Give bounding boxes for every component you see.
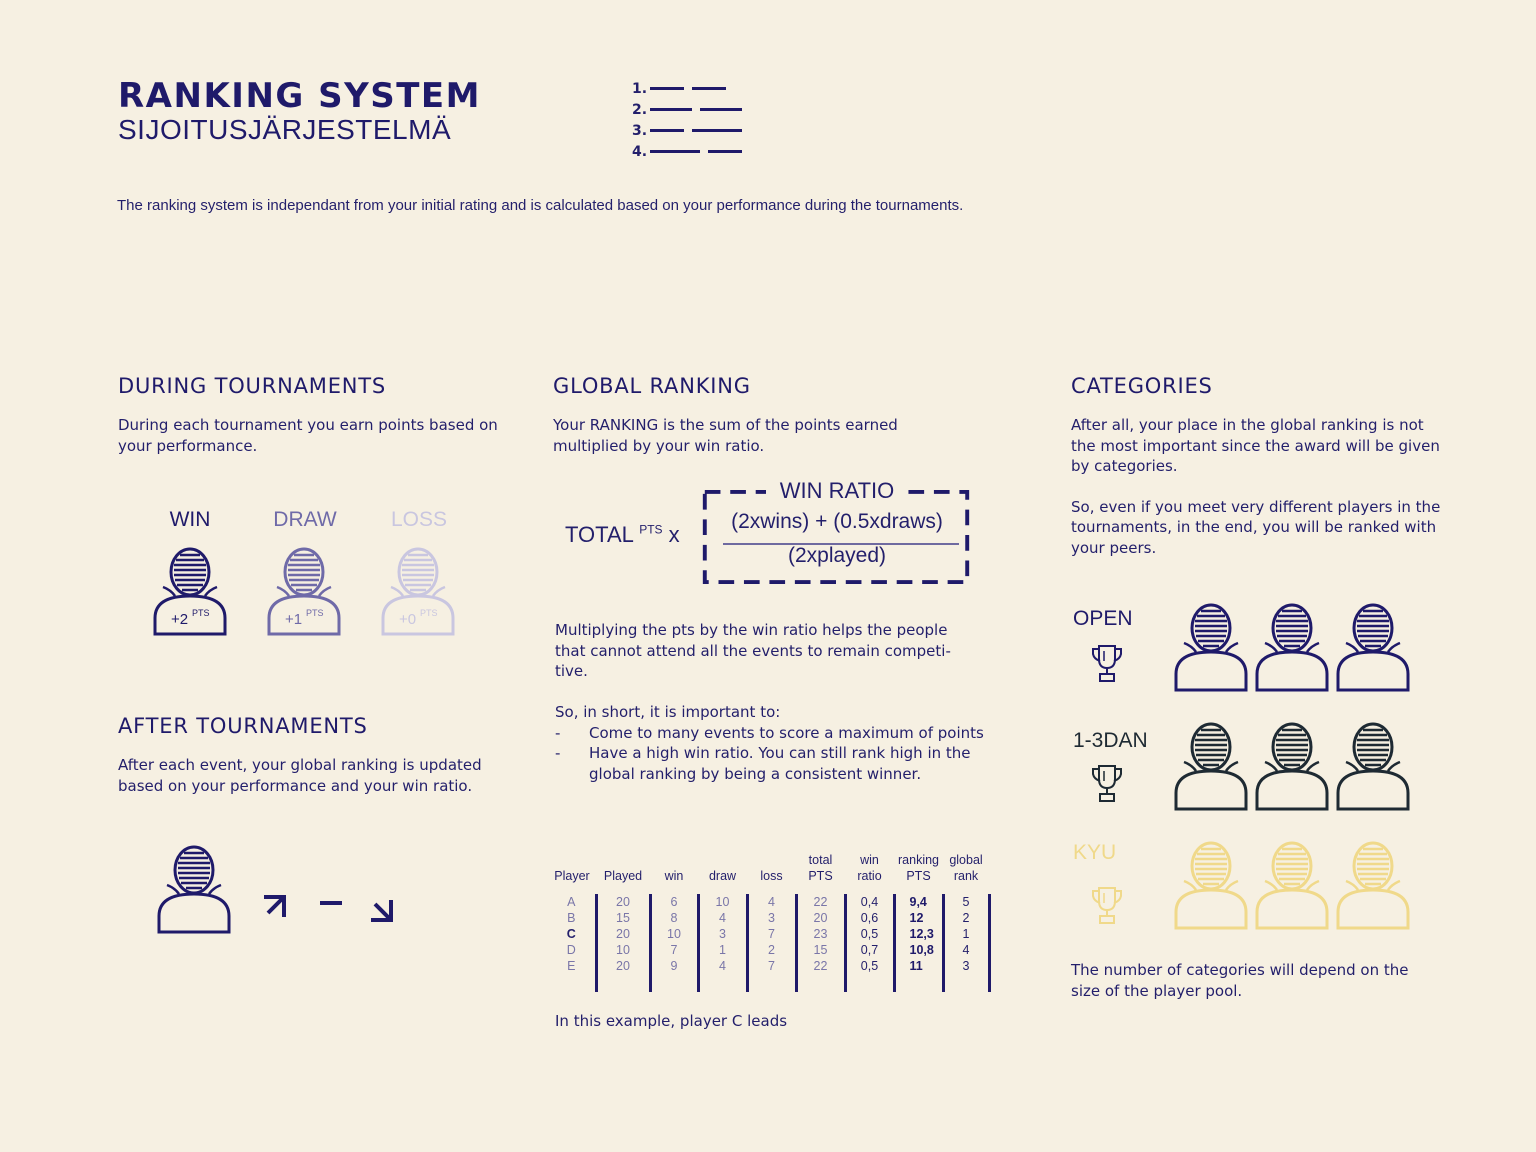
summary-bullet: Come to many events to score a maximum o… bbox=[555, 723, 985, 744]
during-heading: DURING TOURNAMENTS bbox=[118, 374, 387, 398]
win-ratio-formula: TOTAL PTS x WIN RATIO (2xwins) + (0.5xdr… bbox=[553, 478, 983, 588]
global-heading: GLOBAL RANKING bbox=[553, 374, 751, 398]
trophy-icon bbox=[1092, 887, 1122, 924]
during-text: During each tournament you earn points b… bbox=[118, 416, 498, 455]
dash-icon bbox=[320, 901, 342, 905]
win-label: WIN bbox=[169, 508, 211, 531]
result-loss: LOSS bbox=[369, 508, 469, 532]
formula-numerator: (2xwins) + (0.5xdraws) bbox=[731, 510, 943, 533]
categories-section: CATEGORIES After all, your place in the … bbox=[1071, 374, 1441, 558]
loss-label: LOSS bbox=[390, 508, 448, 531]
category-kyu-label: KYU bbox=[1073, 841, 1117, 864]
col-player: Player bbox=[554, 869, 590, 883]
kendoka-icon bbox=[1336, 603, 1410, 692]
kendoka-icon bbox=[1255, 841, 1329, 930]
kendoka-icon bbox=[1336, 841, 1410, 930]
trophy-icon bbox=[1092, 765, 1122, 802]
categories-text-1: After all, your place in the global rank… bbox=[1071, 416, 1440, 475]
win-ratio-label: WIN RATIO bbox=[701, 478, 973, 504]
after-section: AFTER TOURNAMENTS After each event, your… bbox=[118, 714, 518, 796]
global-summary: So, in short, it is important to: Come t… bbox=[555, 702, 985, 784]
formula-denominator: (2xplayed) bbox=[787, 544, 887, 567]
kendoka-icon bbox=[1255, 722, 1329, 811]
categories-text-2: So, even if you meet very different play… bbox=[1071, 497, 1441, 557]
summary-bullet: Have a high win ratio. You can still ran… bbox=[555, 743, 985, 784]
svg-text:+1: +1 bbox=[285, 611, 302, 628]
col-played: Played bbox=[603, 869, 643, 883]
kendoka-icon bbox=[1174, 841, 1248, 930]
table-caption: In this example, player C leads bbox=[555, 1012, 788, 1030]
global-explain: Multiplying the pts by the win ratio hel… bbox=[555, 621, 951, 680]
kendoka-win-icon: +2 PTS bbox=[153, 547, 227, 636]
col-draw: draw bbox=[708, 869, 737, 883]
svg-text:PTS: PTS bbox=[192, 608, 210, 618]
after-heading: AFTER TOURNAMENTS bbox=[118, 714, 368, 738]
draw-label: DRAW bbox=[273, 508, 337, 531]
page-title: RANKING SYSTEM bbox=[118, 76, 481, 116]
result-win: WIN bbox=[140, 508, 240, 532]
kendoka-icon bbox=[1174, 603, 1248, 692]
summary-intro: So, in short, it is important to: bbox=[555, 703, 781, 721]
fraction-line bbox=[723, 543, 959, 545]
categories-heading: CATEGORIES bbox=[1071, 374, 1213, 398]
summary-list: Come to many events to score a maximum o… bbox=[555, 723, 985, 785]
col-win: win bbox=[664, 869, 684, 883]
col-loss: loss bbox=[760, 869, 783, 883]
categories-footer: The number of categories will depend on … bbox=[1071, 961, 1409, 1000]
page-subtitle: SIJOITUSJÄRJESTELMÄ bbox=[118, 114, 452, 145]
svg-text:+0: +0 bbox=[399, 611, 416, 628]
arrow-down-right-icon bbox=[371, 900, 393, 922]
kendoka-icon bbox=[1174, 722, 1248, 811]
kendoka-icon bbox=[157, 845, 231, 934]
svg-text:PTS: PTS bbox=[420, 608, 438, 618]
kendoka-loss-icon: +0 PTS bbox=[381, 547, 455, 636]
numbered-list-icon: 1. 2. 3. 4. bbox=[632, 78, 750, 162]
global-section: GLOBAL RANKING Your RANKING is the sum o… bbox=[553, 374, 993, 456]
arrow-up-right-icon bbox=[264, 895, 286, 917]
category-dan-label: 1-3DAN bbox=[1073, 729, 1148, 752]
category-open-label: OPEN bbox=[1073, 607, 1133, 630]
svg-text:PTS: PTS bbox=[306, 608, 324, 618]
result-draw: DRAW bbox=[255, 508, 355, 532]
intro-text: The ranking system is independant from y… bbox=[117, 197, 964, 214]
kendoka-icon bbox=[1255, 603, 1329, 692]
kendoka-draw-icon: +1 PTS bbox=[267, 547, 341, 636]
svg-text:+2: +2 bbox=[171, 611, 188, 628]
after-text: After each event, your global ranking is… bbox=[118, 756, 482, 795]
kendoka-icon bbox=[1336, 722, 1410, 811]
during-section: DURING TOURNAMENTS During each tournamen… bbox=[118, 374, 518, 456]
formula-total: TOTAL PTS x bbox=[565, 522, 680, 547]
formula-dashed-box bbox=[702, 490, 970, 584]
table-row-spacer bbox=[548, 974, 991, 992]
trophy-icon bbox=[1092, 645, 1122, 682]
global-text: Your RANKING is the sum of the points ea… bbox=[553, 416, 898, 455]
